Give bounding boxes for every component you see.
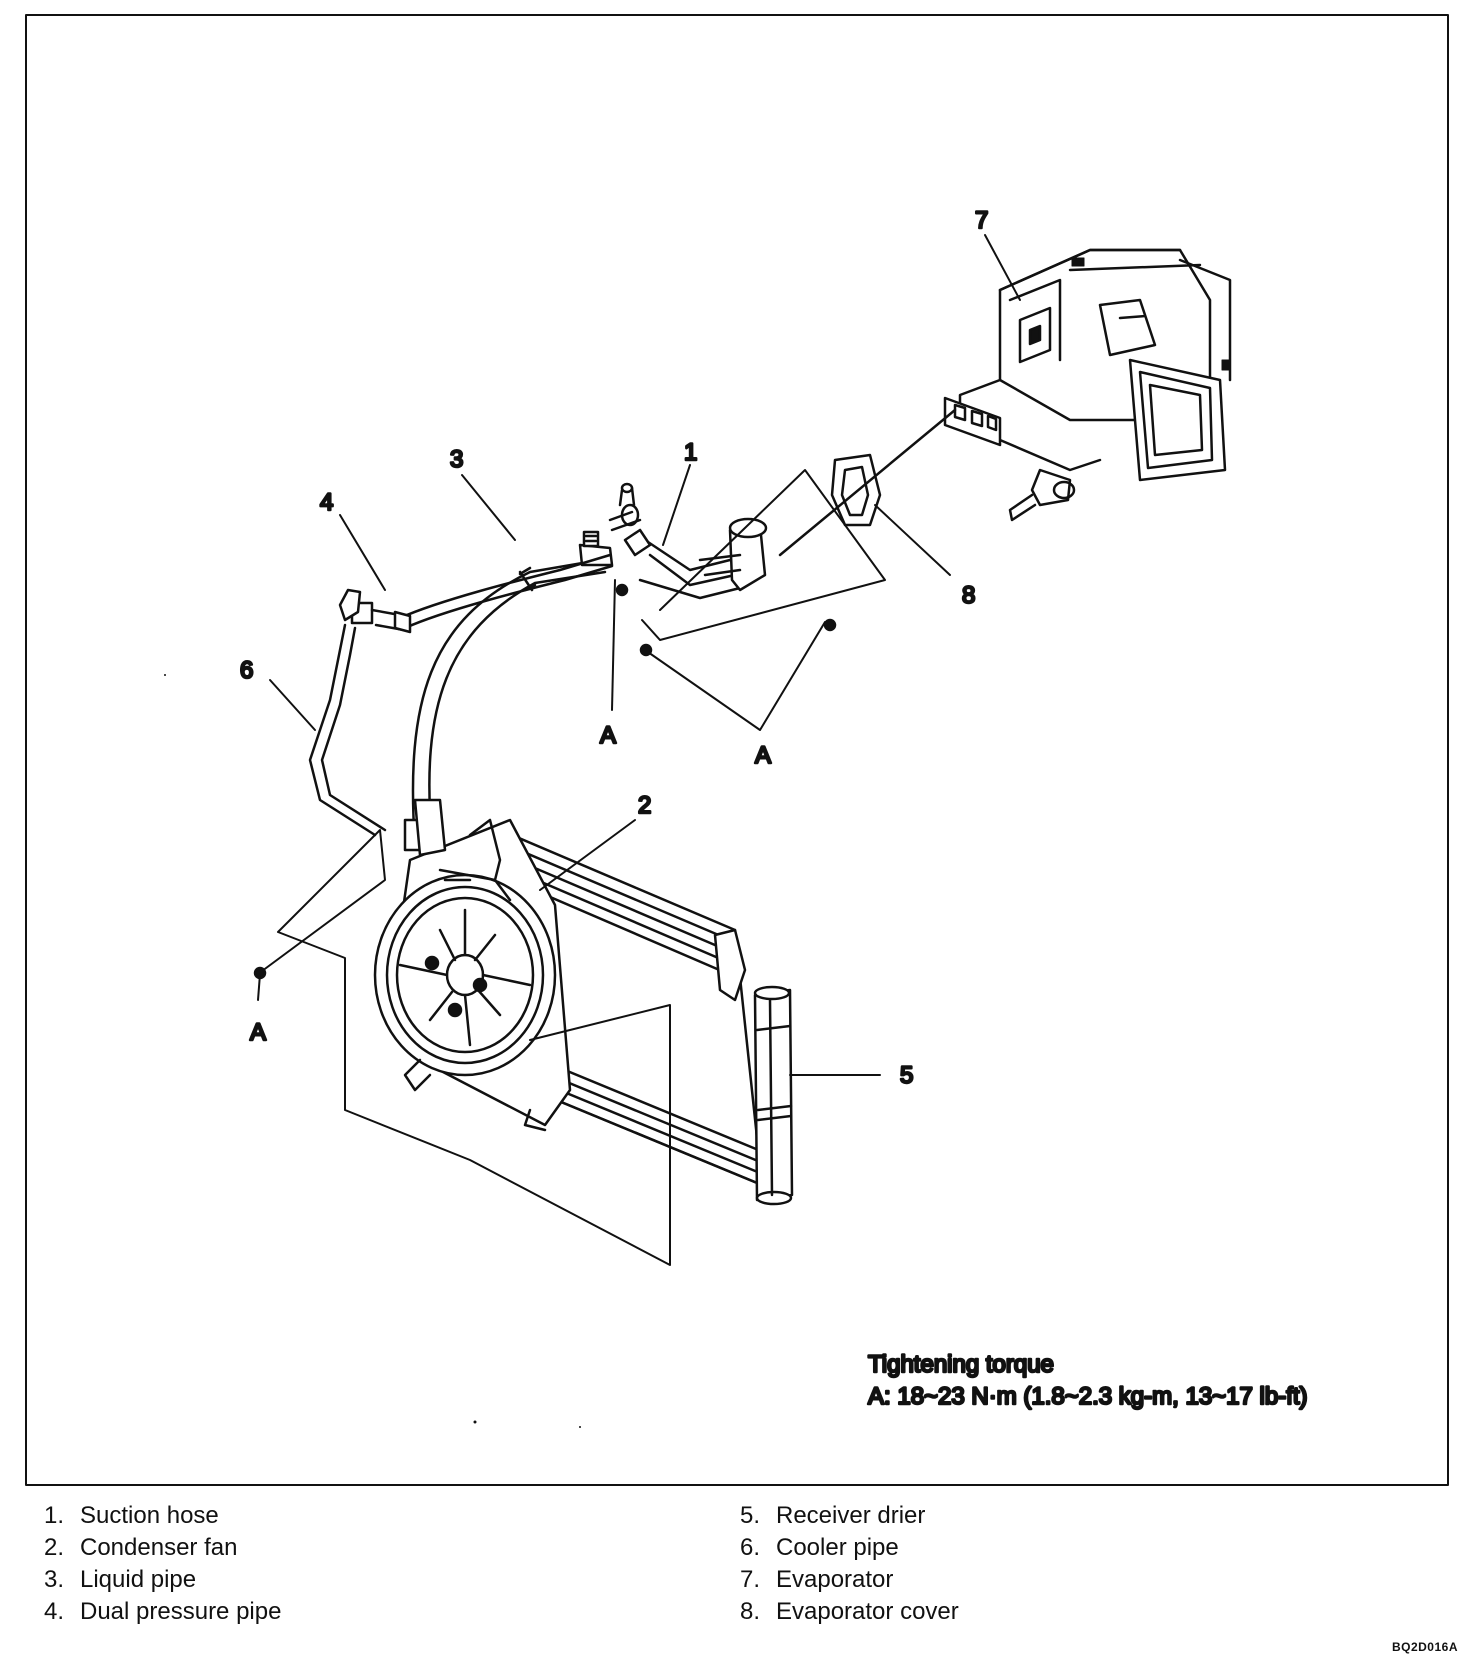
evaporator-drawing	[943, 248, 1232, 522]
legend-label: Evaporator cover	[776, 1598, 959, 1625]
callout-8: 8	[962, 582, 975, 609]
legend-item: 3.Liquid pipe	[44, 1566, 197, 1593]
cooler-pipe-drawing	[308, 553, 614, 837]
legend-column-right: 5.Receiver drier 6.Cooler pipe 7.Evapora…	[740, 1500, 959, 1628]
callout-6: 6	[240, 657, 253, 684]
leader-lines	[257, 234, 1021, 1266]
leader-2	[539, 819, 636, 891]
bolt-a-center	[615, 583, 629, 597]
bracket-condenser	[257, 829, 671, 1266]
figure-frame	[25, 14, 1449, 1486]
legend-item: 4.Dual pressure pipe	[44, 1598, 282, 1625]
parts-legend: 1.Suction hose 2.Condenser fan 3.Liquid …	[44, 1500, 1444, 1630]
legend-label: Dual pressure pipe	[80, 1598, 282, 1625]
torque-spec: A: 18~23 N·m (1.8~2.3 kg-m, 13~17 lb-ft)	[868, 1383, 1308, 1410]
callout-a-center: A	[600, 722, 616, 749]
callout-5: 5	[900, 1062, 913, 1089]
callout-1: 1	[684, 439, 697, 466]
legend-item: 1.Suction hose	[44, 1502, 219, 1529]
leader-a-right	[644, 621, 826, 731]
leader-6	[269, 679, 316, 731]
callout-3: 3	[450, 446, 463, 473]
legend-label: Cooler pipe	[776, 1534, 899, 1561]
legend-label: Liquid pipe	[80, 1566, 197, 1593]
evaporator-cover-drawing	[830, 453, 882, 527]
legend-item: 8.Evaporator cover	[740, 1598, 959, 1625]
figure-code: BQ2D016A	[1391, 1640, 1458, 1654]
callout-a-left: A	[250, 1019, 266, 1046]
callout-2: 2	[638, 792, 651, 819]
leader-a-center	[611, 579, 616, 711]
leader-8	[874, 504, 951, 576]
legend-column-left: 1.Suction hose 2.Condenser fan 3.Liquid …	[44, 1500, 281, 1628]
leader-7	[984, 234, 1021, 301]
legend-label: Receiver drier	[776, 1502, 926, 1529]
diagram-figure: 1 2 3 4 5 6 7 8 A A A Tightening torque …	[25, 14, 1449, 1486]
legend-label: Condenser fan	[80, 1534, 238, 1561]
legend-item: 7.Evaporator	[740, 1566, 894, 1593]
callout-7: 7	[975, 207, 988, 234]
callout-4: 4	[320, 489, 333, 516]
torque-title: Tightening torque	[868, 1351, 1054, 1378]
bolt-a-right	[823, 618, 837, 632]
condenser-drawing	[373, 798, 794, 1206]
bolt-a-left	[253, 966, 267, 980]
legend-label: Suction hose	[80, 1502, 219, 1529]
legend-item: 5.Receiver drier	[740, 1502, 926, 1529]
legend-item: 6.Cooler pipe	[740, 1534, 899, 1561]
legend-label: Evaporator	[776, 1566, 894, 1593]
legend-item: 2.Condenser fan	[44, 1534, 238, 1561]
leader-1	[662, 464, 691, 546]
leader-3	[461, 474, 516, 541]
suction-hose-drawing	[608, 408, 957, 600]
bolt-a-lower	[639, 643, 653, 657]
diagram-canvas: 1 2 3 4 5 6 7 8 A A A Tightening torque …	[25, 14, 1449, 1486]
liquid-pipe-drawing	[411, 530, 614, 847]
leader-4	[339, 514, 386, 591]
callout-a-right: A	[755, 742, 771, 769]
bracket-evaporator-joint	[641, 469, 886, 641]
